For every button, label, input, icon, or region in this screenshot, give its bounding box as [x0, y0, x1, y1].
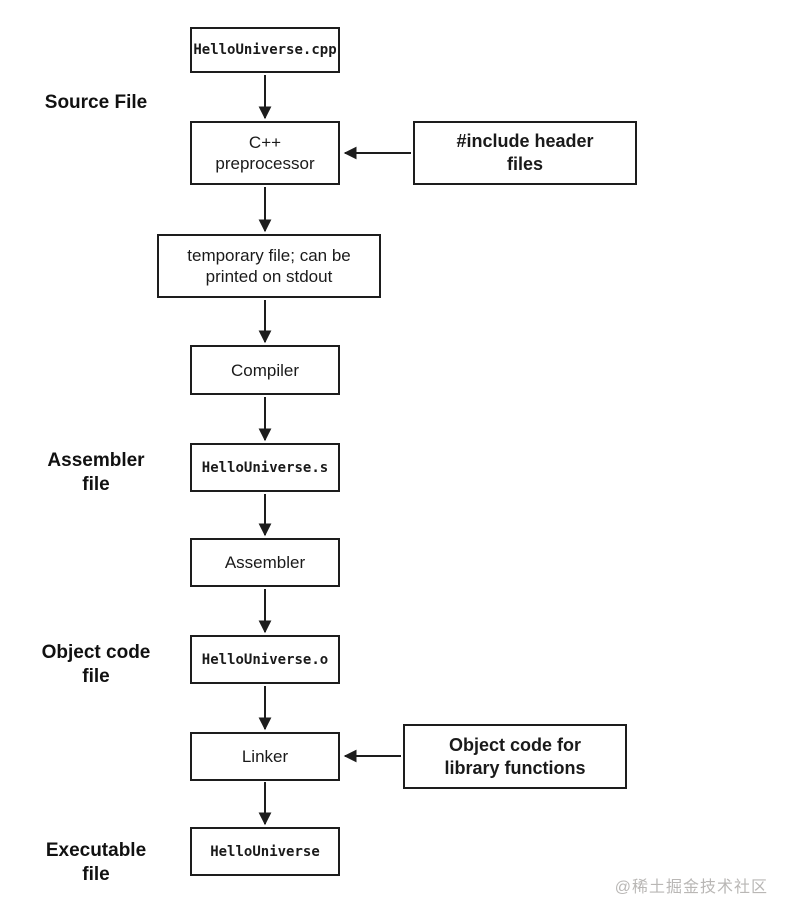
node-compiler: Compiler: [190, 345, 340, 395]
node-assembly-file: HelloUniverse.s: [190, 443, 340, 492]
stage-label-assembler-file: Assembler file: [47, 450, 145, 495]
stage-label-executable-file: Executable file: [45, 840, 147, 885]
node-object-file: HelloUniverse.o: [190, 635, 340, 684]
node-temporary-file: temporary file; can be printed on stdout: [157, 234, 381, 298]
node-source-file: HelloUniverse.cpp: [190, 27, 340, 73]
watermark-text: @稀土掘金技术社区: [614, 879, 768, 896]
stage-label-source-file: Source File: [44, 92, 148, 113]
node-executable-file: HelloUniverse: [190, 827, 340, 876]
node-assembler: Assembler: [190, 538, 340, 587]
node-preprocessor: C++ preprocessor: [190, 121, 340, 185]
node-include-headers: #include header files: [413, 121, 637, 185]
stage-label-object-code-file: Object code file: [41, 642, 151, 687]
node-library-objects: Object code for library functions: [403, 724, 627, 789]
node-linker: Linker: [190, 732, 340, 781]
